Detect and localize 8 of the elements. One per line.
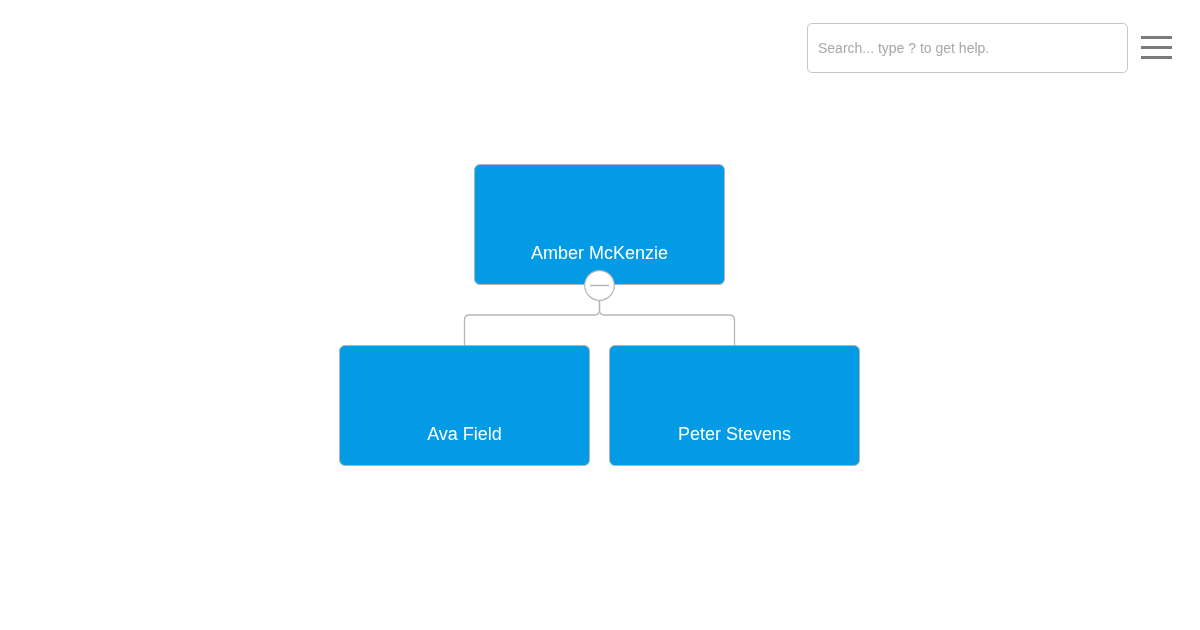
employee-card <box>474 164 725 285</box>
employee-card <box>339 345 590 466</box>
search-field: Search... type ? to get help. <box>807 23 1128 73</box>
person-name: Ava Field <box>427 423 502 445</box>
connector-line <box>598 299 736 346</box>
person-name: Amber McKenzie <box>530 242 669 264</box>
employee-card <box>609 345 860 466</box>
person-name: Peter Stevens <box>677 423 792 445</box>
